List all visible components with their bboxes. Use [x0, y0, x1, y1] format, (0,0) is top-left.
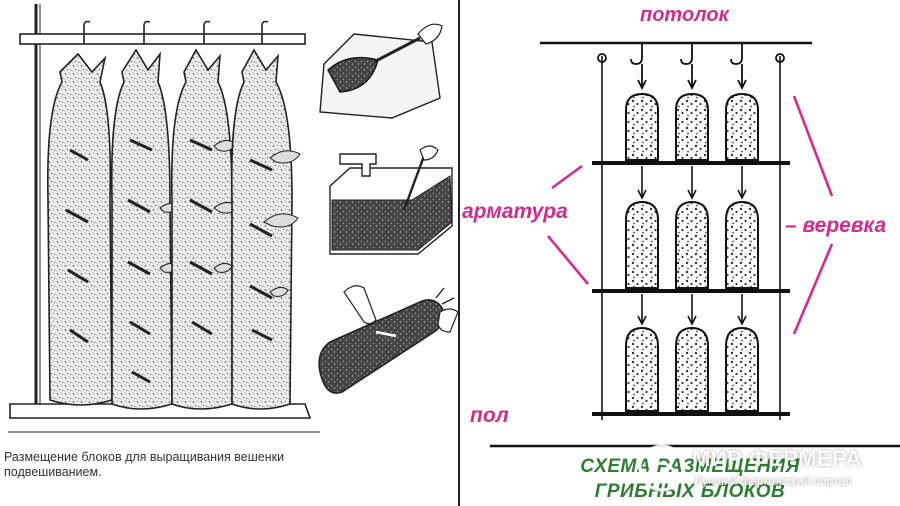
- label-floor: пол: [470, 404, 509, 427]
- watermark-logo-icon: [638, 444, 686, 492]
- bag-row-2: [625, 200, 759, 289]
- mushroom-bag-1: [46, 52, 113, 406]
- hanging-bags-sketch: [8, 4, 459, 433]
- panel-divider: [458, 0, 460, 506]
- ceiling-hooks: [597, 44, 785, 91]
- bag-row-1: [625, 92, 759, 161]
- shelf-ties: [637, 166, 747, 326]
- step-substrate-shovel: [319, 23, 443, 119]
- left-panel: Размещение блоков для выращивания вешенк…: [4, 4, 459, 479]
- right-panel: потолок арматура – веревка пол СХЕМА РАЗ…: [460, 0, 900, 506]
- left-caption: Размещение блоков для выращивания вешенк…: [4, 450, 285, 479]
- watermark-subtitle: Лучший фермерский портал: [694, 474, 853, 488]
- bag-row-3: [625, 326, 759, 412]
- rebar-shelves: [592, 161, 790, 416]
- label-rebar: арматура: [462, 200, 568, 223]
- placement-scheme: [490, 41, 900, 448]
- scheme-title-line2: ГРИБНЫХ БЛОКОВ: [594, 481, 786, 502]
- hooks: [83, 20, 269, 44]
- pointer-lines: [547, 95, 834, 335]
- mushroom-bag-3: [170, 48, 239, 410]
- watermark-name: МИР ФЕРМЕРА: [692, 446, 862, 471]
- step-cutting-bag: [318, 285, 459, 394]
- label-ceiling: потолок: [640, 4, 729, 26]
- mushroom-bag-2: [110, 48, 179, 410]
- watermark: МИР ФЕРМЕРА Лучший фермерский портал: [630, 440, 900, 498]
- ropes: [601, 56, 781, 420]
- label-rope: – веревка: [785, 214, 887, 237]
- scheme-title-line1: СХЕМА РАЗМЕЩЕНИЯ: [580, 456, 800, 477]
- step-water-tank: [329, 145, 453, 255]
- mushroom-bag-4: [230, 48, 301, 410]
